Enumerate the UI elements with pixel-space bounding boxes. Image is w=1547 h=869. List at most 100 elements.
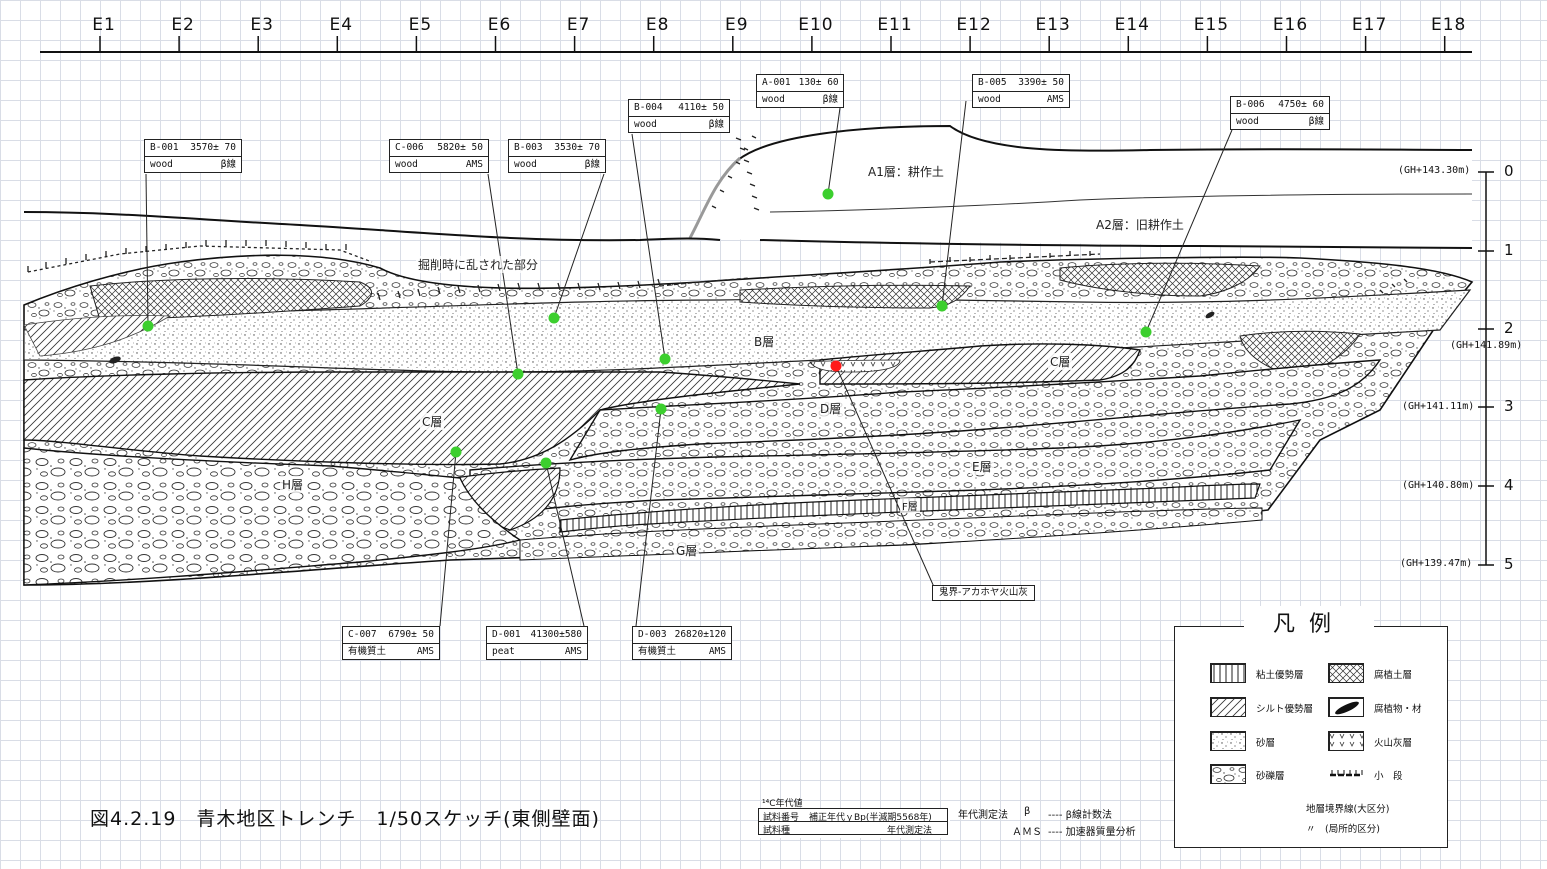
sample-age: 3530± 70 (554, 142, 600, 153)
legend-title: 凡例 (1244, 606, 1374, 638)
sample-material: wood (150, 158, 173, 170)
grid-label: E9 (725, 15, 749, 35)
grid-label: E10 (798, 15, 834, 35)
sample-leader-lines (145, 100, 1233, 627)
sample-age: 6790± 50 (388, 629, 434, 640)
label-layer-e: E層 (970, 458, 994, 475)
grid-label: E5 (408, 15, 433, 35)
grid-axis (40, 36, 1472, 53)
grid-label: E16 (1272, 15, 1309, 35)
sample-dot (936, 300, 948, 312)
grid-label: E18 (1431, 15, 1467, 35)
grid-label: E11 (877, 15, 913, 35)
trench-profile (23, 124, 1474, 586)
legend-swatch-humus (1328, 663, 1364, 683)
sample-material: wood (762, 93, 785, 105)
label-layer-h: H層 (280, 476, 306, 493)
scale-number: 4 (1504, 476, 1514, 494)
label-layer-a1: A1層：耕作土 (866, 163, 946, 180)
beta-symbol: β (1024, 806, 1031, 817)
leader-line (439, 451, 457, 627)
ash-label: 鬼界-アカホヤ火山灰 (939, 587, 1028, 598)
sample-material: wood (395, 158, 418, 170)
sample-material: wood (1236, 115, 1259, 127)
sample-age: 130± 60 (798, 77, 839, 88)
grid-label: E6 (487, 15, 512, 35)
depth-scale (1478, 171, 1494, 566)
sample-age: 4750± 60 (1278, 99, 1324, 110)
sample-dot (512, 368, 524, 380)
sample-dot (822, 188, 834, 200)
sample-method: β線 (220, 158, 236, 170)
legend-swatch-clay (1210, 663, 1246, 683)
elevation-label: (GH+140.80m) (1402, 480, 1475, 491)
label-layer-f: F層 (900, 498, 920, 513)
radiocarbon-key: 試料番号 補正年代ｙBp(半減期5568年) 試料種 年代測定法 (758, 808, 950, 838)
grid-label: E3 (250, 15, 274, 35)
legend-label: 腐植土層 (1374, 670, 1413, 681)
leader-line (545, 462, 585, 627)
sample-method: β線 (1308, 115, 1324, 127)
sample-id: D-003 (638, 629, 667, 640)
scale-number: 2 (1504, 319, 1514, 337)
elevation-label: (GH+139.47m) (1400, 558, 1473, 569)
leader-line (1145, 129, 1233, 333)
leader-line (835, 365, 935, 588)
scale-number: 0 (1504, 162, 1514, 180)
leader-line (827, 107, 841, 195)
legend-label: 腐植物・材 (1374, 704, 1422, 715)
ams-symbol: ＡＭＳ (1012, 827, 1042, 838)
sample-dot (655, 403, 667, 415)
key-row-2: 試料種 年代測定法 (758, 821, 948, 836)
method-label: 年代測定法 (958, 810, 1008, 821)
sample-dot (548, 312, 560, 324)
key-sample-type: 試料種 (763, 826, 791, 836)
label-layer-d: D層 (818, 400, 844, 417)
scale-number: 5 (1504, 555, 1514, 573)
grid-label: E17 (1351, 15, 1388, 35)
elevation-label: (GH+141.89m) (1450, 340, 1523, 351)
key-row-1: 試料番号 補正年代ｙBp(半減期5568年) (758, 808, 948, 823)
step-marks (27, 135, 1408, 301)
legend-swatch-gravel (1210, 764, 1246, 784)
legend-swatch-step (1330, 770, 1363, 777)
grid-label: E8 (645, 15, 670, 35)
elevation-label: (GH+141.11m) (1402, 401, 1475, 412)
grid-label: E14 (1114, 15, 1150, 35)
sample-age: 3570± 70 (190, 142, 236, 153)
sample-age: 3390± 50 (1018, 77, 1064, 88)
leader-line (635, 408, 662, 627)
legend-line-minor: 〃 (局所的区分) (1306, 824, 1380, 835)
layer-g (519, 507, 1263, 561)
sample-dot (142, 320, 154, 332)
grid-label: E7 (566, 15, 591, 35)
sample-age: 41300±580 (530, 629, 582, 640)
label-layer-b: B層 (752, 333, 777, 350)
sample-id: B-005 (978, 77, 1007, 88)
grid-label: E4 (329, 15, 354, 35)
sample-method: AMS (564, 645, 582, 657)
scale-number: 3 (1504, 397, 1514, 415)
grid-label: E15 (1193, 15, 1230, 35)
legend-label: 粘土優勢層 (1256, 670, 1304, 681)
layer-a1 (690, 126, 1472, 248)
sample-material: 有機質土 (638, 645, 677, 657)
sample-id: C-007 (348, 629, 377, 640)
leader-line (553, 173, 605, 319)
sample-dot (659, 353, 671, 365)
ash-label-box: 鬼界-アカホヤ火山灰 (932, 585, 1035, 601)
ash-sample-dot (830, 360, 842, 372)
sample-material: wood (978, 93, 1001, 105)
sample-dot (540, 457, 552, 469)
grid-label: E12 (956, 15, 992, 35)
grid-label: E1 (92, 15, 116, 35)
sample-dot (1140, 326, 1152, 338)
layer-e (469, 419, 1302, 521)
leader-line (941, 100, 967, 307)
